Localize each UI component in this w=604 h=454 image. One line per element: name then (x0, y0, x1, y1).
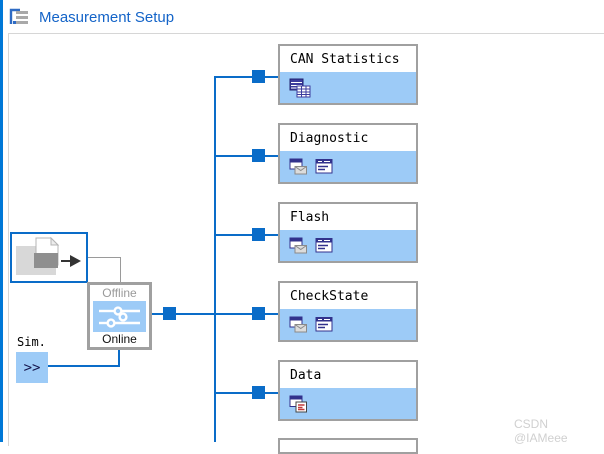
statistics-grid-icon (289, 78, 311, 98)
branch-line (215, 392, 278, 394)
branch-line (215, 155, 278, 157)
function-block[interactable]: Diagnostic (278, 123, 418, 184)
watermark: CSDN @IAMeee (514, 417, 568, 445)
branch-line (215, 234, 278, 236)
function-block[interactable]: CheckState (278, 281, 418, 342)
title-bar: Measurement Setup (9, 5, 174, 29)
function-block[interactable]: Data (278, 360, 418, 421)
branch-line (215, 313, 278, 315)
branch-line (215, 76, 278, 78)
trace-window-icon (315, 316, 334, 333)
connector-switch-output (152, 313, 215, 315)
connector-node[interactable] (163, 307, 176, 320)
function-block-icon-row (280, 388, 416, 419)
connector-sim-rise (118, 348, 120, 367)
function-block-icon-row (280, 309, 416, 340)
function-block-title: Flash (280, 204, 416, 230)
function-block-icon-row (280, 230, 416, 261)
branch-node[interactable] (252, 70, 265, 83)
offline-source-file-icon (14, 236, 84, 279)
mode-switch-block[interactable]: Offline Online (87, 282, 152, 350)
function-block-title: CAN Statistics (280, 46, 416, 72)
message-window-icon (289, 158, 308, 175)
data-window-icon (289, 395, 308, 413)
connector-source-to-switch (88, 257, 121, 258)
function-block[interactable]: CAN Statistics (278, 44, 418, 105)
connector-sim-to-switch (48, 365, 120, 367)
offline-label: Offline (102, 286, 137, 300)
branch-node[interactable] (252, 149, 265, 162)
function-block-icon-row (280, 72, 416, 103)
message-window-icon (289, 237, 308, 254)
message-window-icon (289, 316, 308, 333)
page-title: Measurement Setup (39, 8, 175, 26)
function-block-title: Diagnostic (280, 125, 416, 151)
window-edge-accent (0, 0, 3, 442)
function-block-partial[interactable] (278, 438, 418, 454)
branch-node[interactable] (252, 228, 265, 241)
offline-source-block[interactable] (10, 232, 88, 283)
trace-window-icon (315, 158, 334, 175)
branch-node[interactable] (252, 307, 265, 320)
function-block[interactable]: Flash (278, 202, 418, 263)
function-block-title: CheckState (280, 283, 416, 309)
function-block-icon-row (280, 151, 416, 182)
trunk-line (214, 76, 216, 442)
branch-node[interactable] (252, 386, 265, 399)
sim-label: Sim. (17, 335, 46, 349)
function-block-title: Data (280, 362, 416, 388)
measurement-setup-icon (9, 8, 31, 26)
sim-source-button[interactable]: >> (16, 352, 48, 383)
trace-window-icon (315, 237, 334, 254)
mode-switch-icon (93, 300, 146, 332)
online-label: Online (102, 332, 137, 346)
measurement-canvas[interactable] (8, 33, 604, 446)
connector-source-to-switch-drop (120, 257, 121, 283)
